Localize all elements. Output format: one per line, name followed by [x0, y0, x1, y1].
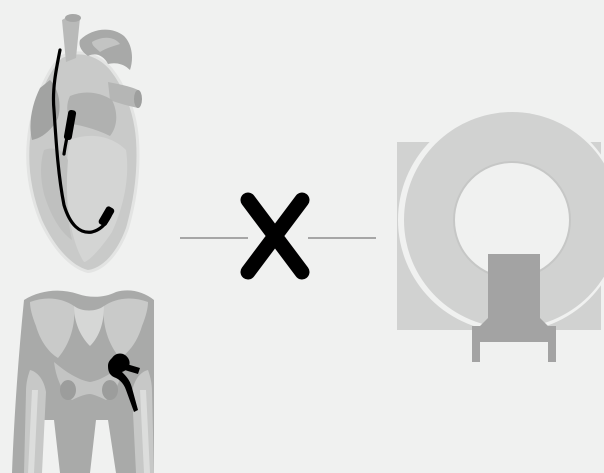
mri-scanner-icon: [397, 108, 604, 362]
incompatible-x-icon: [180, 200, 376, 272]
x-mark: [248, 200, 302, 272]
pelvis-with-hip-implant-icon: [12, 290, 154, 473]
mri-table-top: [472, 326, 556, 342]
mri-table-column: [488, 254, 540, 326]
mri-table-leg-right: [548, 340, 556, 362]
mri-table-leg-left: [472, 340, 480, 362]
heart-with-pacemaker-lead-icon: [29, 14, 142, 270]
